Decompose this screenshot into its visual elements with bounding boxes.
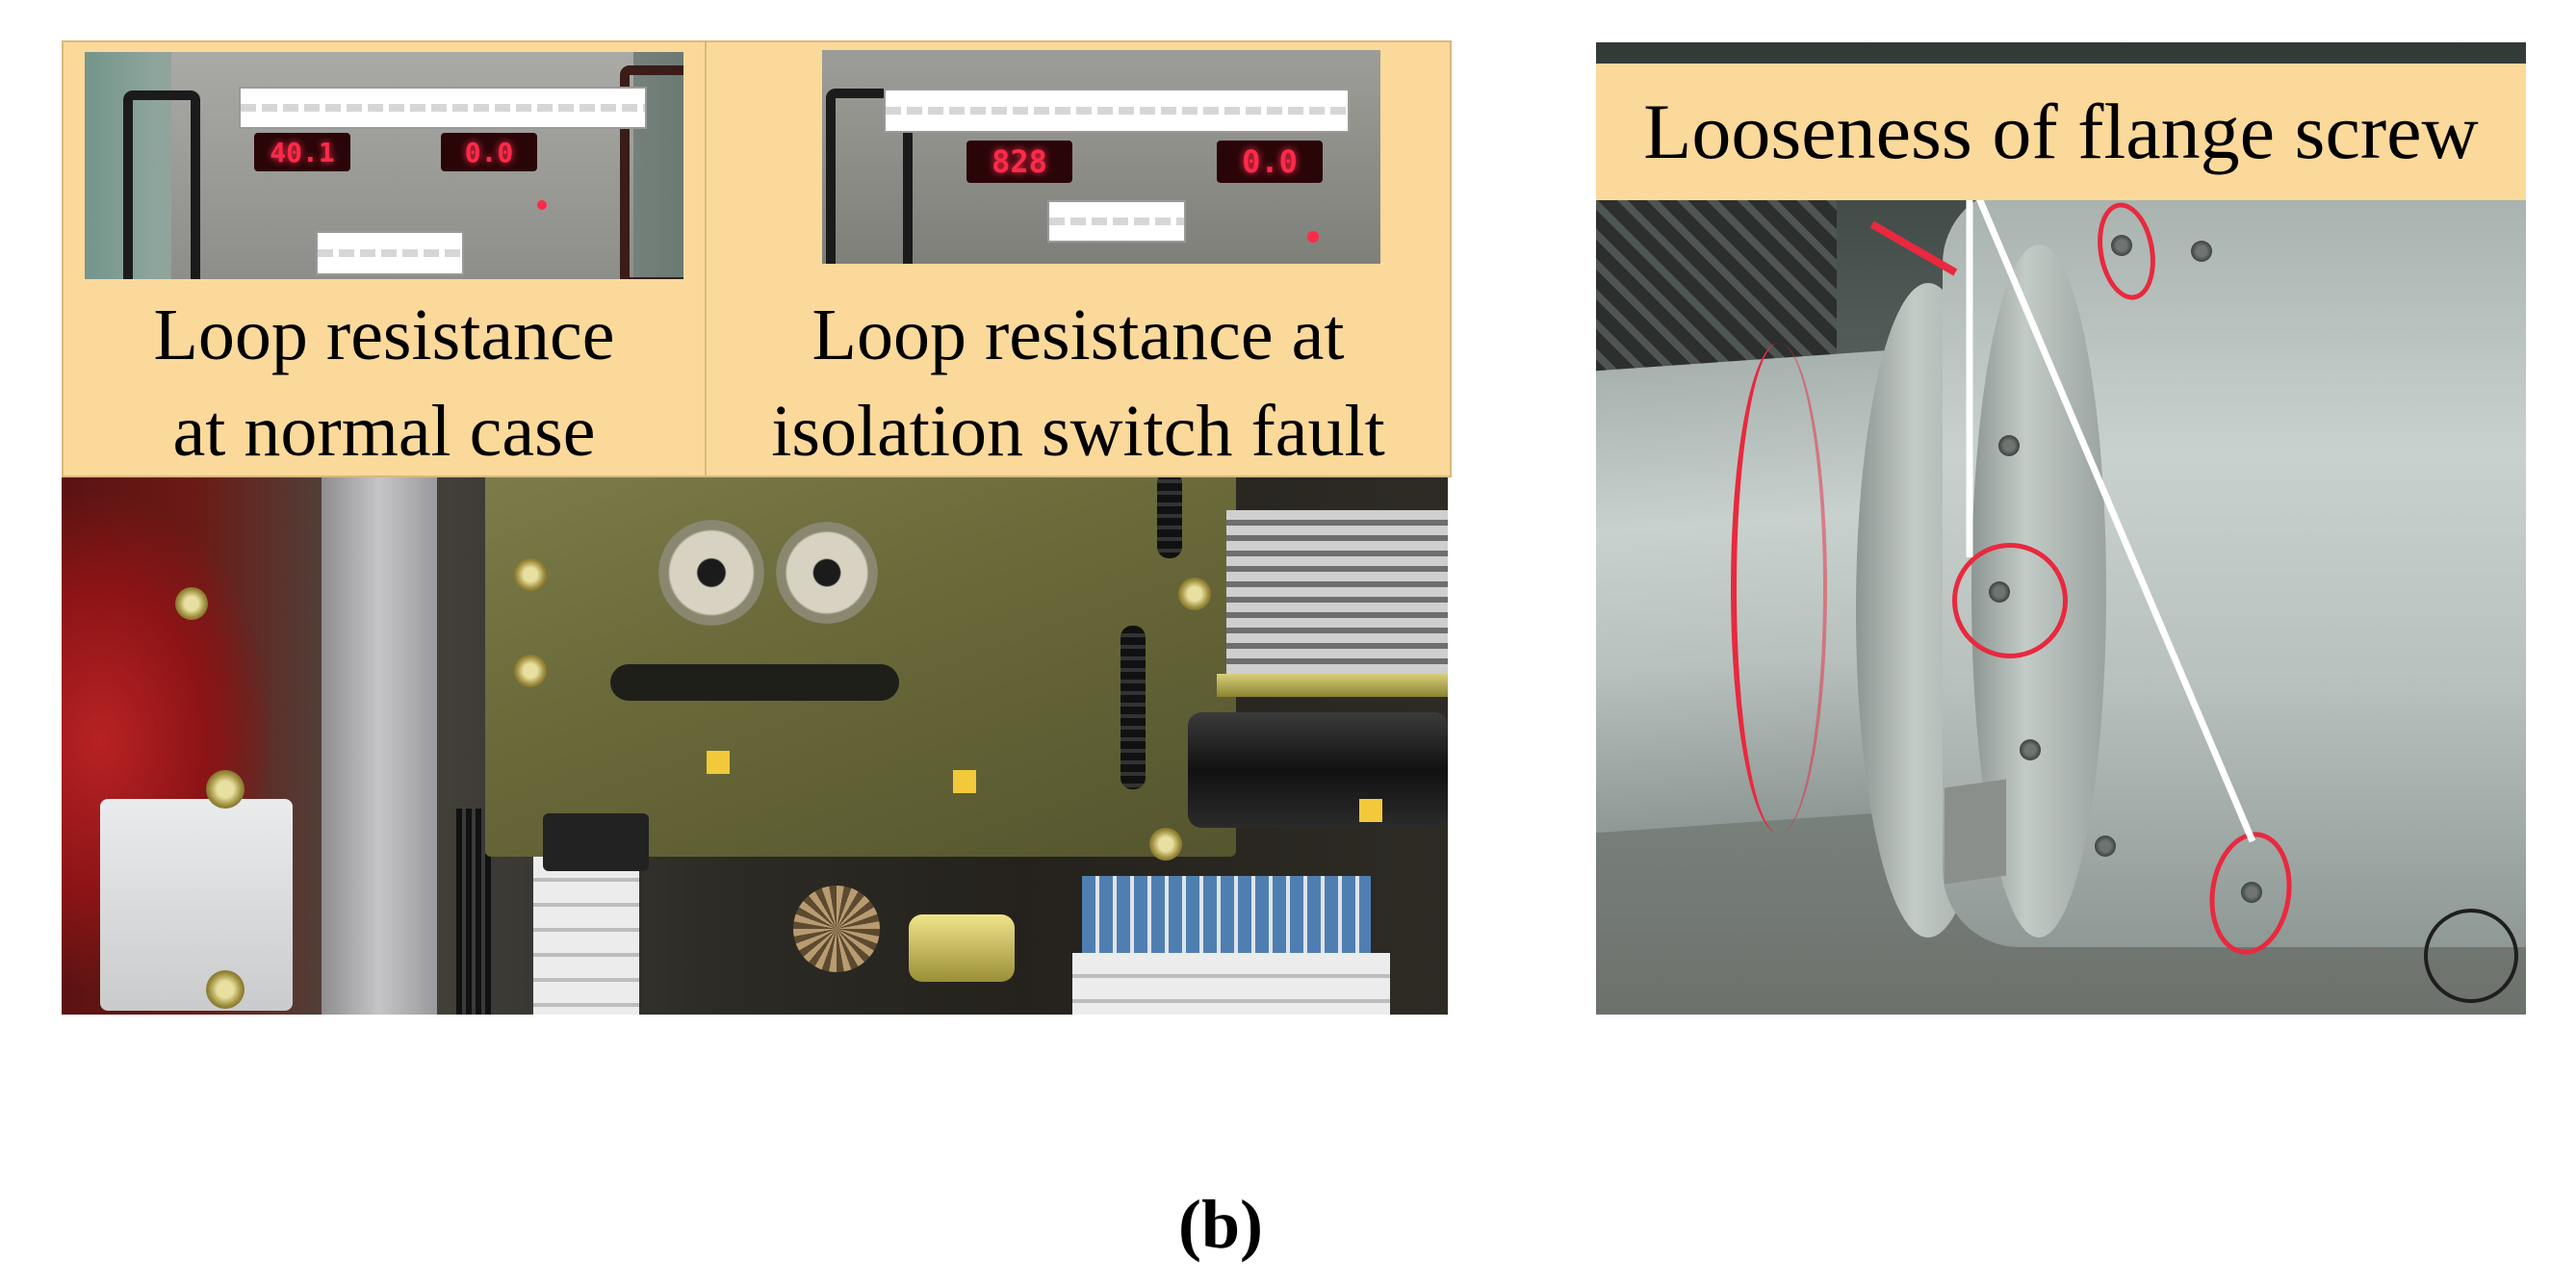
plate-hole bbox=[658, 520, 764, 626]
meter-handle bbox=[826, 89, 913, 264]
resistance-meter-photo: 40.1 0.0 bbox=[85, 52, 683, 279]
brass-rod bbox=[1217, 674, 1448, 697]
fuse-bank bbox=[1082, 876, 1371, 953]
screw bbox=[175, 587, 208, 620]
redaction-bar bbox=[884, 89, 1350, 133]
plate-hole bbox=[776, 522, 878, 624]
flange-bolt bbox=[2095, 836, 2116, 857]
flange-caption: Looseness of flange screw bbox=[1643, 88, 2479, 175]
caption-line: at normal case bbox=[172, 391, 596, 472]
screw bbox=[206, 970, 245, 1009]
connector-box bbox=[100, 799, 293, 1011]
screw bbox=[514, 558, 547, 591]
red-band bbox=[1731, 343, 1827, 834]
redaction-bar bbox=[239, 87, 647, 129]
led-display-resistance: 828 bbox=[966, 141, 1072, 183]
caption-line: Loop resistance at bbox=[811, 295, 1345, 375]
screw bbox=[514, 655, 547, 687]
side-panel bbox=[322, 472, 437, 1015]
caption-line: isolation switch fault bbox=[771, 391, 1385, 472]
flange-pipe-photo bbox=[1596, 42, 2526, 1015]
flange-bolt bbox=[2020, 739, 2041, 760]
redaction-bar bbox=[316, 231, 464, 275]
screw bbox=[1178, 578, 1211, 610]
black-spring bbox=[1157, 472, 1182, 558]
leader-line bbox=[1975, 196, 2256, 843]
indicator-light bbox=[1307, 231, 1319, 243]
leader-lines bbox=[1966, 196, 2256, 843]
flange-bolt bbox=[2191, 241, 2212, 262]
screw bbox=[1149, 828, 1182, 861]
plate-slot bbox=[610, 664, 899, 701]
flange-bolt bbox=[1998, 435, 2020, 456]
label-tag bbox=[953, 770, 976, 793]
screw bbox=[206, 770, 245, 809]
resistance-meter-photo: 828 0.0 bbox=[822, 50, 1380, 264]
motor bbox=[1188, 712, 1448, 828]
meter-handle bbox=[620, 65, 683, 279]
label-tag bbox=[1359, 799, 1382, 822]
terminal-block bbox=[533, 857, 639, 1015]
led-display-current: 0.0 bbox=[441, 133, 537, 171]
label-tag bbox=[707, 751, 730, 774]
black-spring bbox=[1121, 626, 1146, 789]
caption-panel-normal: 40.1 0.0 Loop resistance at normal case bbox=[62, 40, 707, 477]
meter-handle bbox=[123, 90, 200, 279]
terminal-strip bbox=[1072, 953, 1390, 1015]
brass-cylinder bbox=[909, 914, 1015, 982]
relay bbox=[543, 813, 649, 871]
redaction-bar bbox=[1047, 200, 1186, 243]
gear bbox=[793, 886, 880, 972]
heater-coil bbox=[1226, 510, 1448, 674]
flange-bolt bbox=[2241, 882, 2262, 903]
switchgear-mechanism-photo bbox=[62, 472, 1448, 1015]
led-display-current: 0.0 bbox=[1217, 141, 1323, 183]
caption-line: Loop resistance bbox=[153, 295, 615, 375]
cable bbox=[2424, 909, 2518, 1003]
subfigure-label: (b) bbox=[1178, 1186, 1263, 1263]
loose-screw-highlight bbox=[1952, 543, 2068, 658]
caption-panel-fault: 828 0.0 Loop resistance at isolation swi… bbox=[705, 40, 1452, 477]
indicator-light bbox=[537, 200, 547, 210]
flange-bolt bbox=[2111, 235, 2132, 256]
caption-box bbox=[1596, 64, 2526, 200]
led-display-resistance: 40.1 bbox=[254, 133, 350, 171]
